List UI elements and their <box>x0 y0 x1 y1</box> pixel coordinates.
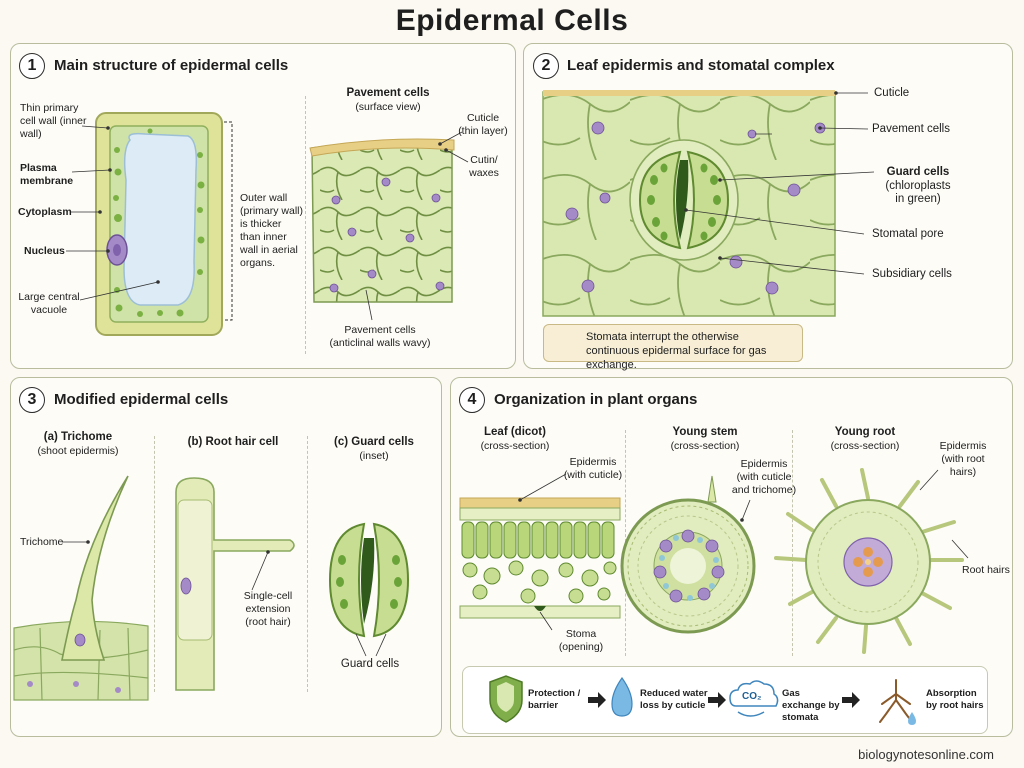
label-plasma-membrane: Plasma membrane <box>20 162 74 187</box>
legend-absorption: Absorption by root hairs <box>926 688 984 711</box>
label-stomatal-pore: Stomatal pore <box>872 228 944 240</box>
panel-title: Leaf epidermis and stomatal complex <box>567 57 835 74</box>
panel-number: 1 <box>19 53 45 79</box>
label-thin-wall: Thin primary cell wall (inner wall) <box>20 102 87 140</box>
guard-inset-subheader: (inset) <box>359 450 389 462</box>
label-pavement-bottom: Pavement cells (anticlinal walls wavy) <box>329 324 431 349</box>
legend-gas-exchange: Gas exchange by stomata <box>782 688 840 723</box>
label-root-hairs: Root hairs <box>962 564 1010 576</box>
divider <box>305 96 306 354</box>
divider <box>307 436 308 692</box>
label-guard-cells-inset: Guard cells <box>340 658 400 670</box>
label-guard-cells: Guard cells <box>886 166 950 178</box>
panel-number: 2 <box>533 53 559 79</box>
page-title: Epidermal Cells <box>395 4 629 37</box>
label-single-cell: Single-cell extension (root hair) <box>243 590 293 628</box>
label-leaf-epidermis: Epidermis (with cuticle) <box>563 456 623 481</box>
stem-header: Young stem <box>672 426 738 438</box>
guard-inset-header: (c) Guard cells <box>334 436 414 448</box>
pavement-header: Pavement cells <box>346 87 430 99</box>
leaf-header: Leaf (dicot) <box>484 426 546 438</box>
divider <box>792 430 793 656</box>
leaf-subheader: (cross-section) <box>480 440 550 452</box>
panel-title: Main structure of epidermal cells <box>54 57 289 74</box>
label-cutin-waxes: Cutin/ waxes <box>469 154 499 179</box>
panel-number: 3 <box>19 387 45 413</box>
panel-title: Organization in plant organs <box>494 391 698 408</box>
label-outer-wall: Outer wall (primary wall) is thicker tha… <box>240 192 303 269</box>
panel-number: 4 <box>459 387 485 413</box>
root-header: Young root <box>834 426 896 438</box>
stem-subheader: (cross-section) <box>670 440 740 452</box>
label-subsidiary: Subsidiary cells <box>872 268 952 280</box>
label-nucleus: Nucleus <box>24 245 65 257</box>
pavement-subheader: (surface view) <box>355 101 421 113</box>
panel-title: Modified epidermal cells <box>54 391 229 408</box>
root-hair-header: (b) Root hair cell <box>187 436 279 448</box>
label-stoma: Stoma (opening) <box>558 628 604 653</box>
trichome-header: (a) Trichome <box>43 431 113 443</box>
label-trichome: Trichome <box>20 536 64 548</box>
label-cytoplasm: Cytoplasm <box>18 206 72 218</box>
co2-glyph: CO₂ <box>742 691 762 702</box>
legend-protection: Protection / barrier <box>528 688 581 711</box>
trichome-subheader: (shoot epidermis) <box>37 445 119 457</box>
label-pavement-cells: Pavement cells <box>872 123 950 135</box>
label-stem-epidermis: Epidermis (with cuticle and trichome) <box>731 458 797 496</box>
gas-exchange-note: Stomata interrupt the otherwise continuo… <box>543 324 803 371</box>
label-cuticle: Cuticle <box>874 87 910 99</box>
root-subheader: (cross-section) <box>830 440 900 452</box>
legend-water-loss: Reduced water loss by cuticle <box>640 688 708 711</box>
label-vacuole: Large central vacuole <box>18 291 80 316</box>
divider <box>154 436 155 692</box>
label-cuticle-thin: Cuticle (thin layer) <box>458 112 508 137</box>
label-root-epidermis: Epidermis (with root hairs) <box>939 440 987 478</box>
label-guard-chloroplasts: (chloroplasts in green) <box>885 180 951 205</box>
footer-site: biologynotesonline.com <box>858 747 994 762</box>
